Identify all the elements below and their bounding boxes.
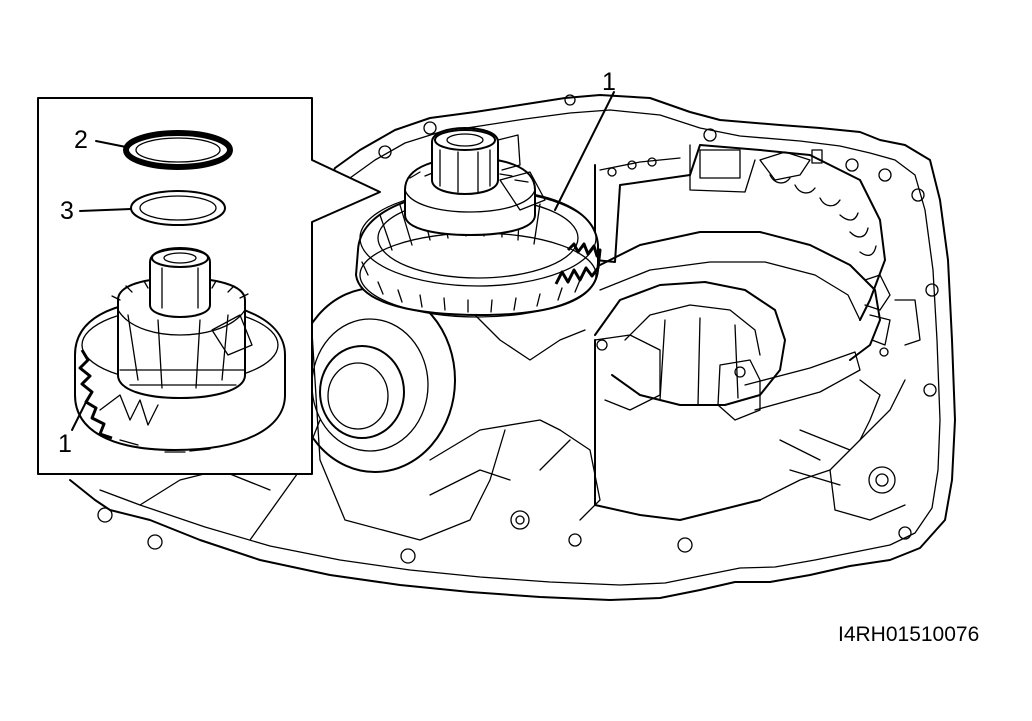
callout-inset-seal: 2 bbox=[74, 126, 88, 154]
inset-detail bbox=[37, 97, 381, 475]
callout-inset-part: 1 bbox=[58, 430, 72, 458]
figure-id: I4RH01510076 bbox=[838, 623, 979, 646]
oil-seal-ring bbox=[123, 130, 233, 170]
callout-inset-washer: 3 bbox=[60, 197, 74, 225]
leader-lines bbox=[71, 91, 615, 431]
differential-assembly-main bbox=[355, 127, 602, 318]
callout-main-part: 1 bbox=[602, 68, 616, 96]
transaxle-case bbox=[69, 94, 956, 601]
differential-assembly-inset bbox=[74, 247, 286, 453]
